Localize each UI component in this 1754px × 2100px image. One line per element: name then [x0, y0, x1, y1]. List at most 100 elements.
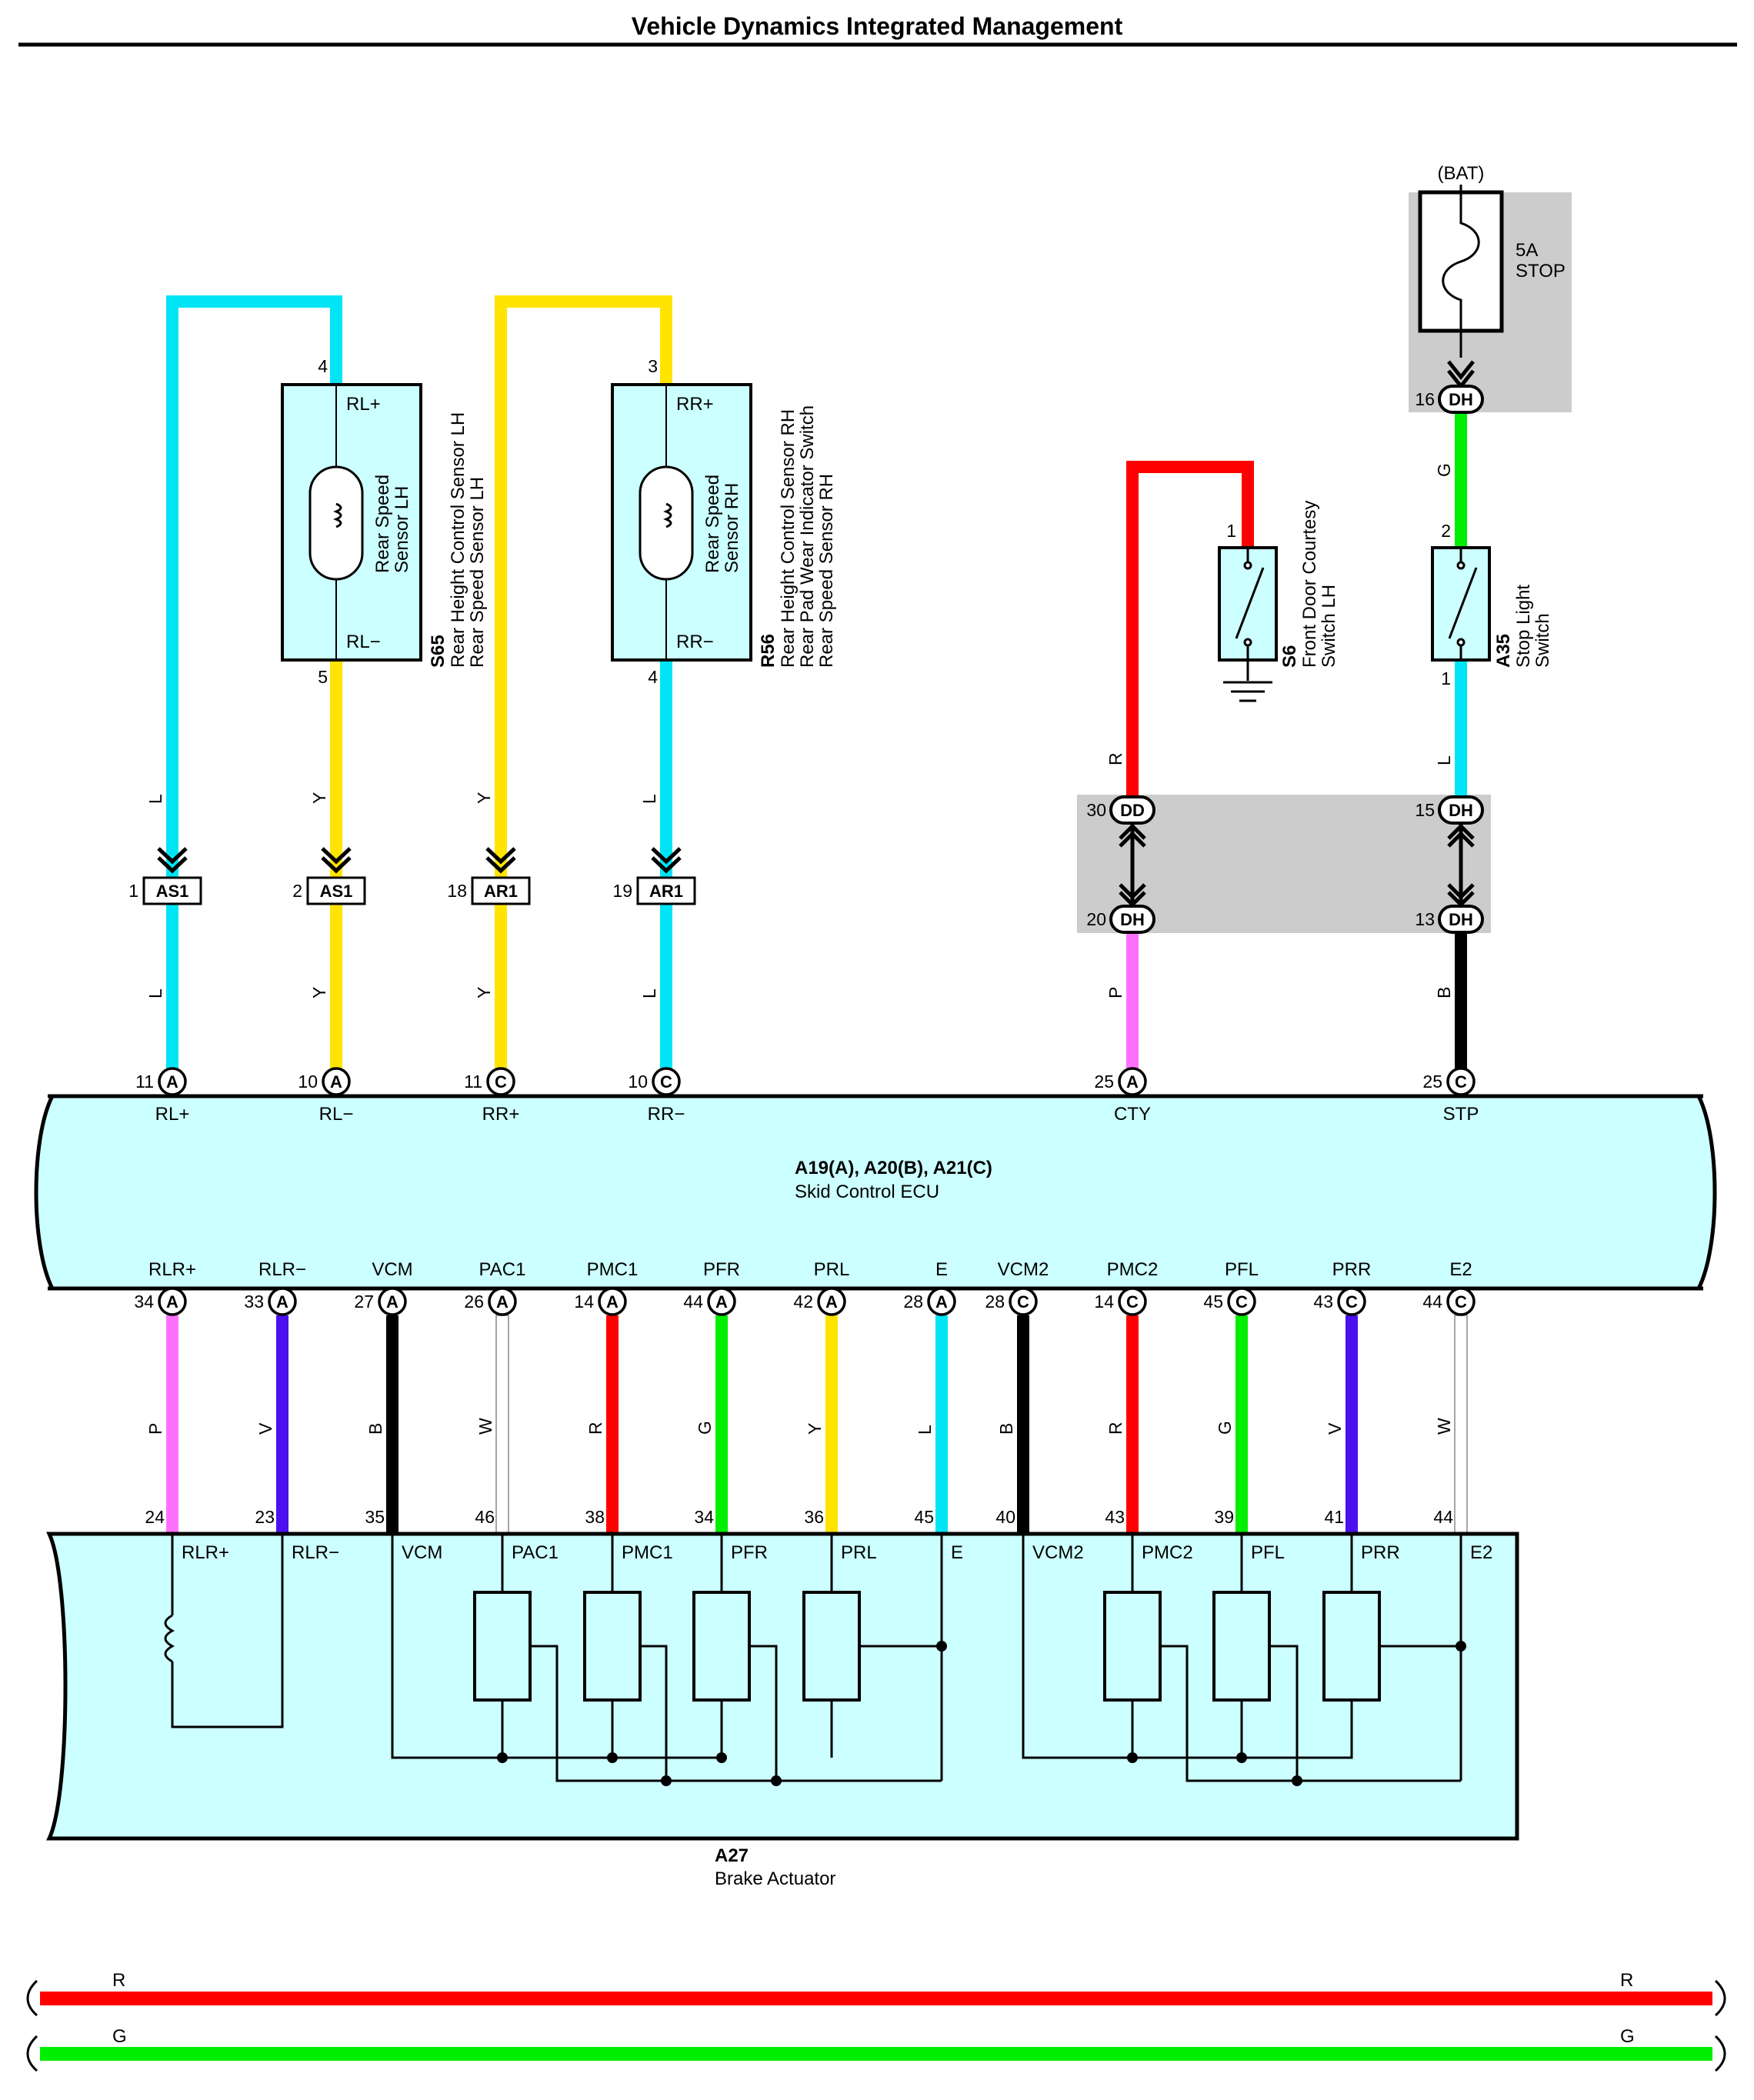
wire-code-c4b: L — [639, 988, 659, 998]
a35-name-line1: Stop Light — [1513, 585, 1534, 668]
a35-pin-top: 2 — [1441, 521, 1451, 541]
connector-letter: C — [660, 1072, 672, 1092]
connector-letter: C — [1017, 1292, 1029, 1312]
actuator-pin-number: 41 — [1324, 1507, 1344, 1527]
connector-letter: A — [715, 1292, 728, 1312]
pin-number: 25 — [1094, 1072, 1114, 1092]
switch-s6 — [1218, 546, 1278, 702]
connector-letter: A — [496, 1292, 509, 1312]
wire-rr-plus — [495, 295, 672, 1069]
wire-code: V — [255, 1422, 275, 1435]
s65-inner-line2: Sensor LH — [392, 486, 412, 573]
actuator-terminal-name: PMC2 — [1142, 1542, 1193, 1563]
pin-number: 10 — [628, 1072, 648, 1092]
r56-pin-top: 3 — [648, 356, 658, 376]
wire-code-g-stp: G — [1434, 463, 1454, 477]
actuator-pin-number: 36 — [804, 1507, 824, 1527]
connector-letter: C — [1455, 1072, 1467, 1092]
terminal-name: PAC1 — [479, 1259, 526, 1280]
wire-code-c2b: Y — [309, 987, 329, 998]
terminal-name: PFR — [703, 1259, 740, 1280]
terminal-name: RR+ — [482, 1104, 520, 1125]
actuator-pin-number: 35 — [365, 1507, 385, 1527]
r56-name-line3: Rear Speed Sensor RH — [816, 474, 837, 668]
a35-code: A35 — [1493, 634, 1514, 668]
terminal-name: PRR — [1332, 1259, 1372, 1280]
wire-white — [1454, 1315, 1468, 1535]
wire-code-c2a: Y — [309, 792, 329, 804]
actuator-pin-number: 46 — [475, 1507, 495, 1527]
sensor-s65: RL+ RL− Rear Speed Sensor LH — [281, 383, 422, 662]
actuator-pin-number: 34 — [694, 1507, 714, 1527]
pin-number: 43 — [1313, 1292, 1333, 1312]
terminal-name: PMC2 — [1107, 1259, 1159, 1280]
actuator-terminal-name: VCM2 — [1032, 1542, 1084, 1563]
pin-number: 11 — [464, 1072, 482, 1092]
connector-letter: C — [1126, 1292, 1139, 1312]
actuator-solenoids — [473, 1591, 1381, 1702]
a35-pin-bottom: 1 — [1441, 668, 1451, 688]
junction-chevrons — [1119, 823, 1475, 908]
pin-number: 34 — [134, 1292, 154, 1312]
wire-code: W — [475, 1418, 495, 1435]
pin-number: 27 — [354, 1292, 374, 1312]
s65-term-top: RL+ — [346, 394, 381, 415]
wire-code: P — [145, 1423, 165, 1435]
connector-dh15: DH — [1438, 795, 1484, 825]
legend-code-r-left: R — [112, 1970, 125, 1991]
wire-code-l-stp: L — [1434, 755, 1454, 765]
actuator-terminal-name: VCM — [402, 1542, 442, 1563]
connector-label: AS1 — [320, 882, 353, 901]
actuator-pin-number: 23 — [255, 1507, 275, 1527]
connector-dh20: DH — [1109, 905, 1155, 934]
connector-letter: C — [1455, 1292, 1467, 1312]
actuator-pins: 24RLR+23RLR−35VCM46PAC138PMC134PFR36PRL4… — [145, 1507, 1492, 1563]
s6-name-line1: Front Door Courtesy — [1299, 501, 1320, 668]
actuator-terminal-name: PFL — [1251, 1542, 1285, 1563]
pin-number: 44 — [683, 1292, 703, 1312]
connector-pin: 18 — [447, 881, 467, 901]
wire-cty-red — [1126, 461, 1254, 804]
connector-letter: C — [495, 1072, 507, 1092]
wire-code: Y — [805, 1423, 825, 1435]
connector-letter: A — [1126, 1072, 1139, 1092]
s65-term-bottom: RL− — [346, 632, 381, 652]
actuator-terminal-name: RLR− — [292, 1542, 339, 1563]
connector-ar1-18: AR1 — [471, 876, 531, 905]
connector-pin: 20 — [1086, 909, 1106, 929]
ecu-label-name: Skid Control ECU — [795, 1182, 939, 1202]
s65-pin-top: 4 — [318, 356, 328, 376]
legend-code-g-left: G — [112, 2026, 127, 2047]
terminal-name: RR− — [648, 1104, 685, 1125]
pin-number: 44 — [1422, 1292, 1442, 1312]
actuator-terminal-name: RLR+ — [182, 1542, 229, 1563]
fuse-element — [1442, 192, 1480, 358]
s6-name-line2: Switch LH — [1319, 585, 1339, 668]
page-title: Vehicle Dynamics Integrated Management — [632, 12, 1123, 40]
connector-letter: A — [166, 1292, 178, 1312]
actuator-name: Brake Actuator — [715, 1868, 835, 1889]
r56-code: R56 — [758, 634, 779, 668]
ecu-bottom-pins: A34RLR+A33RLR−A27VCMA26PAC1A14PMC1A44PFR… — [134, 1259, 1476, 1316]
terminal-name: VCM2 — [998, 1259, 1049, 1280]
actuator-circuitry — [164, 1534, 1462, 1782]
fuse-name: STOP — [1516, 261, 1566, 282]
connector-dh16: DH — [1438, 385, 1484, 414]
actuator-terminal-name: PMC1 — [622, 1542, 673, 1563]
connector-letter: A — [386, 1292, 398, 1312]
connector-pin: 30 — [1086, 800, 1106, 820]
s65-name-line2: Rear Speed Sensor LH — [467, 477, 488, 668]
connector-label: DH — [1449, 801, 1473, 820]
wire-code-c1a: L — [145, 794, 165, 804]
connector-label: DH — [1449, 390, 1473, 409]
connector-label: DH — [1449, 910, 1473, 929]
actuator-pin-number: 40 — [995, 1507, 1015, 1527]
actuator-pin-number: 39 — [1214, 1507, 1234, 1527]
